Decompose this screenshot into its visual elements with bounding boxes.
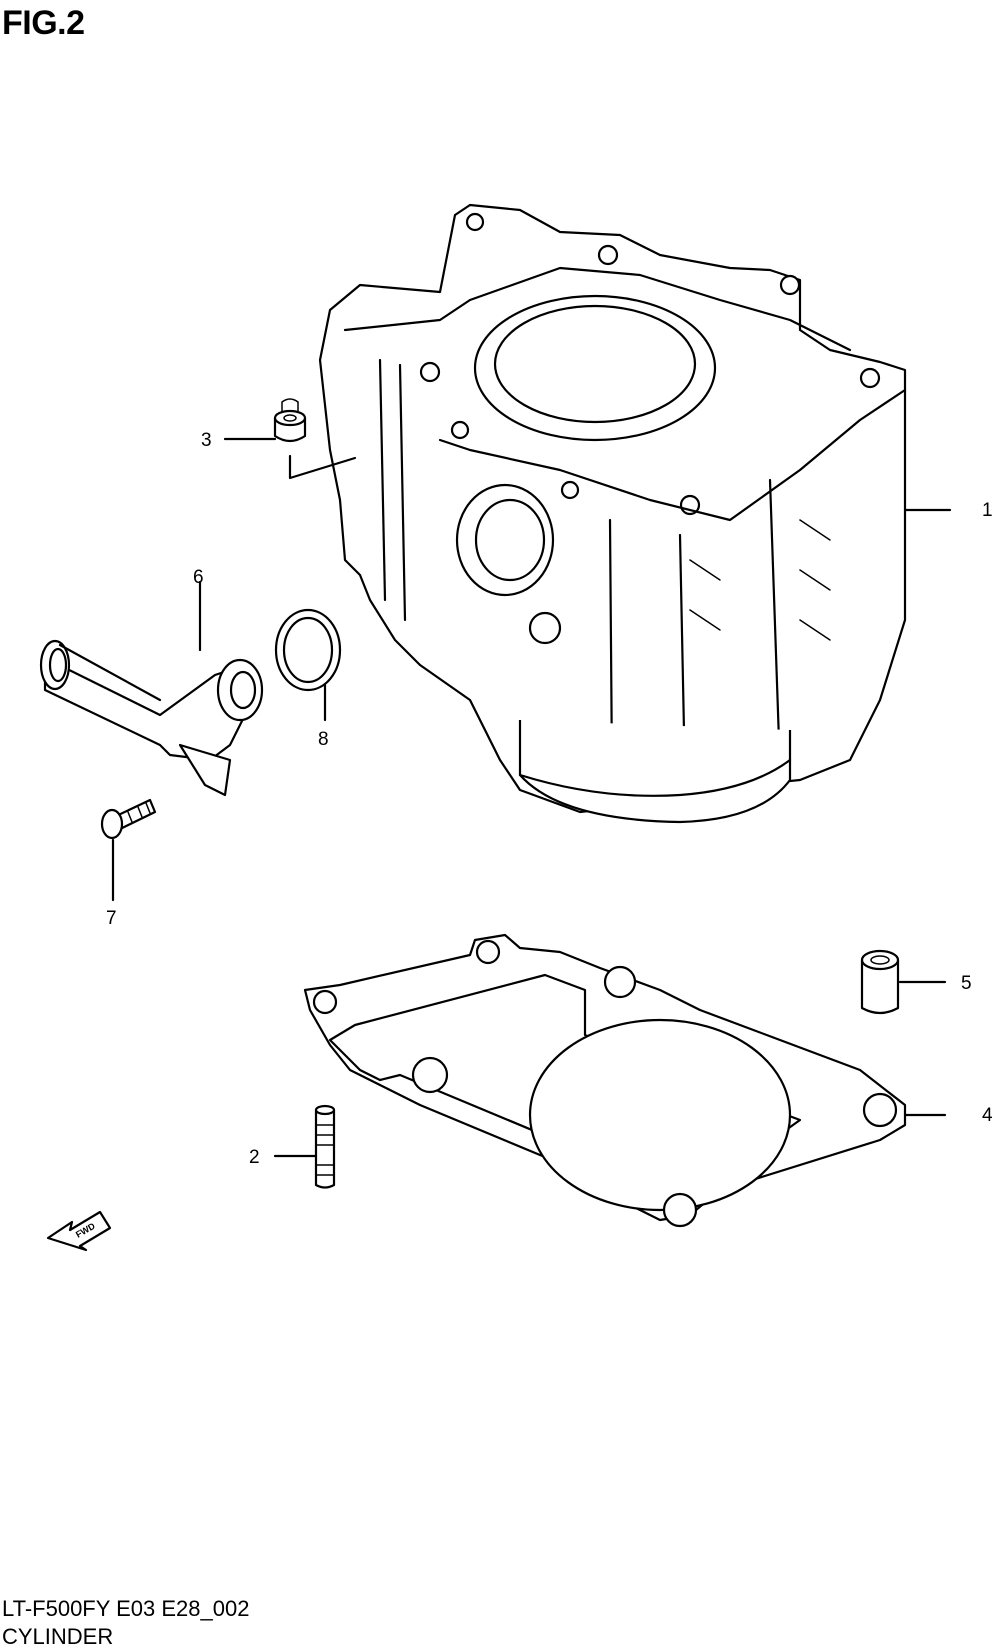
fwd-arrow-icon: FWD bbox=[46, 1210, 112, 1252]
callout-3[interactable]: 3 bbox=[201, 430, 212, 451]
callout-2[interactable]: 2 bbox=[249, 1147, 260, 1168]
stud-bolt-part[interactable] bbox=[273, 1104, 336, 1189]
callout-8[interactable]: 8 bbox=[318, 729, 329, 750]
dowel-pin-part[interactable] bbox=[860, 949, 947, 1015]
screw-part[interactable] bbox=[100, 798, 157, 902]
callout-6[interactable]: 6 bbox=[193, 567, 204, 588]
leader-lines bbox=[223, 437, 952, 512]
callout-4[interactable]: 4 bbox=[982, 1105, 993, 1126]
o-ring-part[interactable] bbox=[274, 608, 342, 722]
callout-7[interactable]: 7 bbox=[106, 908, 117, 929]
intake-pipe-part[interactable] bbox=[39, 580, 264, 797]
callout-1[interactable]: 1 bbox=[982, 500, 993, 521]
figure-name: CYLINDER bbox=[2, 1624, 114, 1649]
nut-part[interactable] bbox=[273, 398, 357, 480]
figure-title: FIG.2 bbox=[2, 4, 85, 42]
gasket-part[interactable] bbox=[303, 933, 947, 1228]
cylinder-part[interactable] bbox=[318, 203, 907, 824]
figure-code: LT-F500FY E03 E28_002 bbox=[2, 1596, 250, 1621]
callout-5[interactable]: 5 bbox=[961, 973, 972, 994]
